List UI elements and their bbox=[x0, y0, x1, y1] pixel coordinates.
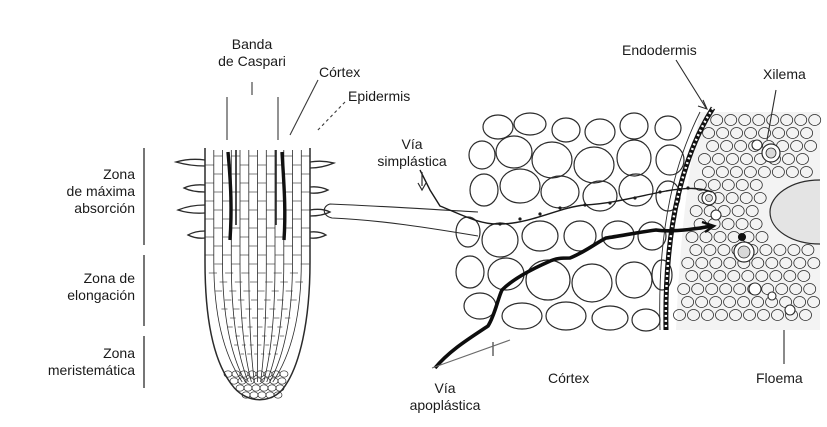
tissue-cross-section bbox=[324, 60, 820, 368]
cortex-cell bbox=[514, 113, 546, 135]
zona-elongacion-line1: Zona de bbox=[20, 270, 135, 287]
cortex-cell bbox=[532, 142, 572, 178]
cortex-cell bbox=[469, 141, 495, 169]
cortex-cell bbox=[456, 256, 484, 288]
meristem-cell bbox=[236, 385, 244, 391]
cell-file bbox=[261, 150, 267, 382]
cortex-cell bbox=[464, 293, 496, 319]
via-apoplastica-line1: Vía bbox=[400, 380, 490, 397]
cell-file bbox=[240, 150, 251, 382]
meristem-cell bbox=[260, 385, 268, 391]
cortex-cell bbox=[526, 260, 570, 300]
meristem-cell bbox=[280, 371, 288, 377]
cortex-cell bbox=[470, 174, 498, 206]
cell-file bbox=[264, 150, 275, 382]
cortex-cell bbox=[620, 113, 648, 139]
cortex-cell bbox=[482, 223, 518, 257]
floema-label: Floema bbox=[756, 370, 803, 387]
meristem-cell bbox=[266, 392, 274, 398]
via-apoplastica-line2: apoplástica bbox=[400, 397, 490, 414]
zona-meristematica-line1: Zona bbox=[10, 345, 135, 362]
cortex-cell bbox=[574, 147, 614, 183]
cell-file bbox=[270, 150, 293, 382]
meristem-cell bbox=[246, 378, 254, 384]
zona-absorcion-line2: de máxima bbox=[20, 183, 135, 200]
zona-meristematica-label: Zona meristemática bbox=[10, 345, 135, 379]
banda-caspari-line1: Banda bbox=[212, 36, 292, 53]
endodermis-label: Endodermis bbox=[622, 42, 697, 59]
cortex-cell bbox=[502, 303, 542, 329]
cortex-cell bbox=[656, 145, 684, 175]
epidermis-label: Epidermis bbox=[348, 88, 410, 105]
meristem-cell bbox=[250, 392, 258, 398]
banda-caspari-line2: de Caspari bbox=[212, 53, 292, 70]
cortex-cell bbox=[619, 174, 653, 206]
cortex-cell bbox=[496, 136, 532, 168]
zona-elongacion-label: Zona de elongación bbox=[20, 270, 135, 304]
cortex-cell bbox=[483, 115, 513, 139]
xilema-label: Xilema bbox=[763, 66, 806, 83]
meristem-cell bbox=[230, 378, 238, 384]
root-longitudinal-section bbox=[176, 148, 334, 400]
via-simplastica-line1: Vía bbox=[362, 136, 462, 153]
meristem-cell bbox=[252, 385, 260, 391]
cortex-cell bbox=[541, 176, 579, 208]
via-simplastica-label: Vía simplástica bbox=[362, 136, 462, 170]
cortex-cell bbox=[500, 169, 540, 203]
zona-absorcion-label: Zona de máxima absorción bbox=[20, 166, 135, 217]
cortex-cell bbox=[583, 181, 617, 211]
meristem-cell bbox=[244, 385, 252, 391]
zona-meristematica-line2: meristemática bbox=[10, 362, 135, 379]
cell-file bbox=[249, 150, 255, 382]
cell-file bbox=[223, 150, 246, 382]
cortex-cell bbox=[456, 217, 480, 247]
meristem-cell bbox=[272, 371, 280, 377]
cortex-cell bbox=[552, 118, 580, 142]
zona-absorcion-line1: Zona bbox=[20, 166, 135, 183]
cortex-cell bbox=[617, 140, 651, 176]
meristem-cell bbox=[270, 378, 278, 384]
cortex-cell bbox=[572, 264, 612, 302]
root-pointers bbox=[227, 80, 345, 140]
cortex-cell bbox=[592, 306, 628, 330]
cortex-cell bbox=[616, 262, 652, 298]
zona-elongacion-line2: elongación bbox=[20, 287, 135, 304]
cortex-cell bbox=[655, 116, 681, 140]
meristem-cell bbox=[262, 378, 270, 384]
via-apoplastica-label: Vía apoplástica bbox=[400, 380, 490, 414]
cortex-bottom-label: Córtex bbox=[548, 370, 589, 387]
via-simplastica-line2: simplástica bbox=[362, 153, 462, 170]
cortex-cell bbox=[632, 309, 660, 331]
meristem-cell bbox=[278, 378, 286, 384]
banda-caspari-label: Banda de Caspari bbox=[212, 36, 292, 70]
meristem-cell bbox=[268, 385, 276, 391]
cortex-top-label: Córtex bbox=[319, 64, 360, 81]
meristem-cell bbox=[258, 392, 266, 398]
zona-absorcion-line3: absorción bbox=[20, 200, 135, 217]
cortex-cell bbox=[585, 119, 615, 145]
cortex-cell bbox=[522, 221, 558, 251]
cortex-cell bbox=[546, 302, 586, 330]
cortex-cell bbox=[638, 222, 666, 250]
